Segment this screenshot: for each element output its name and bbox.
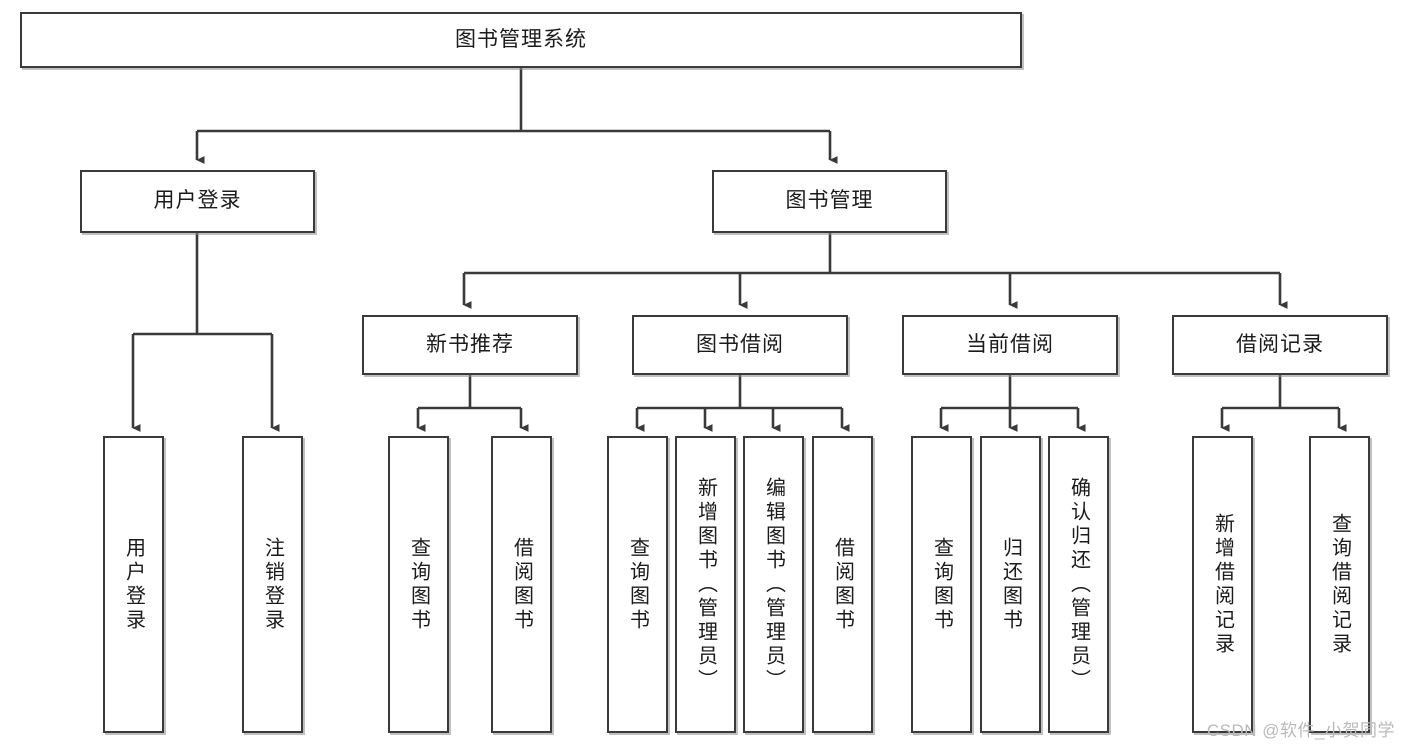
node-leaf-confirm-return-label: 确认归还（管理员）	[1067, 476, 1090, 693]
node-leaf-user-logout-label: 注销登录	[261, 536, 284, 633]
node-leaf-query-book-2-label: 查询图书	[626, 536, 649, 633]
node-leaf-user-logout[interactable]: 注销登录	[242, 436, 303, 733]
node-new-book-recommend-label: 新书推荐	[426, 332, 514, 356]
node-book-borrow-label: 图书借阅	[696, 332, 784, 356]
node-leaf-user-login[interactable]: 用户登录	[103, 436, 164, 733]
node-leaf-return-book-label: 归还图书	[999, 536, 1022, 633]
node-book-manage[interactable]: 图书管理	[712, 170, 947, 233]
csdn-watermark: CSDN @软件_小贺同学	[1206, 721, 1395, 740]
node-leaf-edit-book[interactable]: 编辑图书（管理员）	[743, 436, 804, 733]
node-leaf-edit-book-label: 编辑图书（管理员）	[762, 476, 785, 693]
node-leaf-user-login-label: 用户登录	[122, 536, 145, 633]
node-leaf-confirm-return[interactable]: 确认归还（管理员）	[1048, 436, 1109, 733]
node-new-book-recommend[interactable]: 新书推荐	[362, 315, 578, 375]
node-user-login[interactable]: 用户登录	[80, 170, 315, 233]
node-borrow-record[interactable]: 借阅记录	[1172, 315, 1388, 375]
node-leaf-add-record-label: 新增借阅记录	[1211, 512, 1234, 657]
node-leaf-borrow-book-1[interactable]: 借阅图书	[491, 436, 552, 733]
node-leaf-query-book-2[interactable]: 查询图书	[607, 436, 668, 733]
node-book-borrow[interactable]: 图书借阅	[632, 315, 848, 375]
node-leaf-query-book-3[interactable]: 查询图书	[911, 436, 972, 733]
node-leaf-query-book-1[interactable]: 查询图书	[388, 436, 449, 733]
node-book-manage-label: 图书管理	[785, 189, 874, 213]
node-leaf-add-book-label: 新增图书（管理员）	[694, 476, 717, 693]
node-leaf-borrow-book-1-label: 借阅图书	[510, 536, 533, 633]
node-leaf-borrow-book-2-label: 借阅图书	[831, 536, 854, 633]
node-leaf-query-record-label: 查询借阅记录	[1328, 512, 1351, 657]
node-user-login-label: 用户登录	[153, 189, 242, 213]
node-current-borrow[interactable]: 当前借阅	[902, 315, 1118, 375]
node-leaf-query-book-1-label: 查询图书	[407, 536, 430, 633]
node-leaf-borrow-book-2[interactable]: 借阅图书	[812, 436, 873, 733]
node-leaf-add-book[interactable]: 新增图书（管理员）	[675, 436, 736, 733]
node-leaf-return-book[interactable]: 归还图书	[980, 436, 1041, 733]
node-leaf-query-record[interactable]: 查询借阅记录	[1309, 436, 1370, 733]
node-leaf-add-record[interactable]: 新增借阅记录	[1192, 436, 1253, 733]
node-root[interactable]: 图书管理系统	[20, 12, 1022, 68]
node-leaf-query-book-3-label: 查询图书	[930, 536, 953, 633]
node-root-label: 图书管理系统	[455, 27, 587, 51]
node-current-borrow-label: 当前借阅	[966, 332, 1054, 356]
node-borrow-record-label: 借阅记录	[1236, 332, 1324, 356]
